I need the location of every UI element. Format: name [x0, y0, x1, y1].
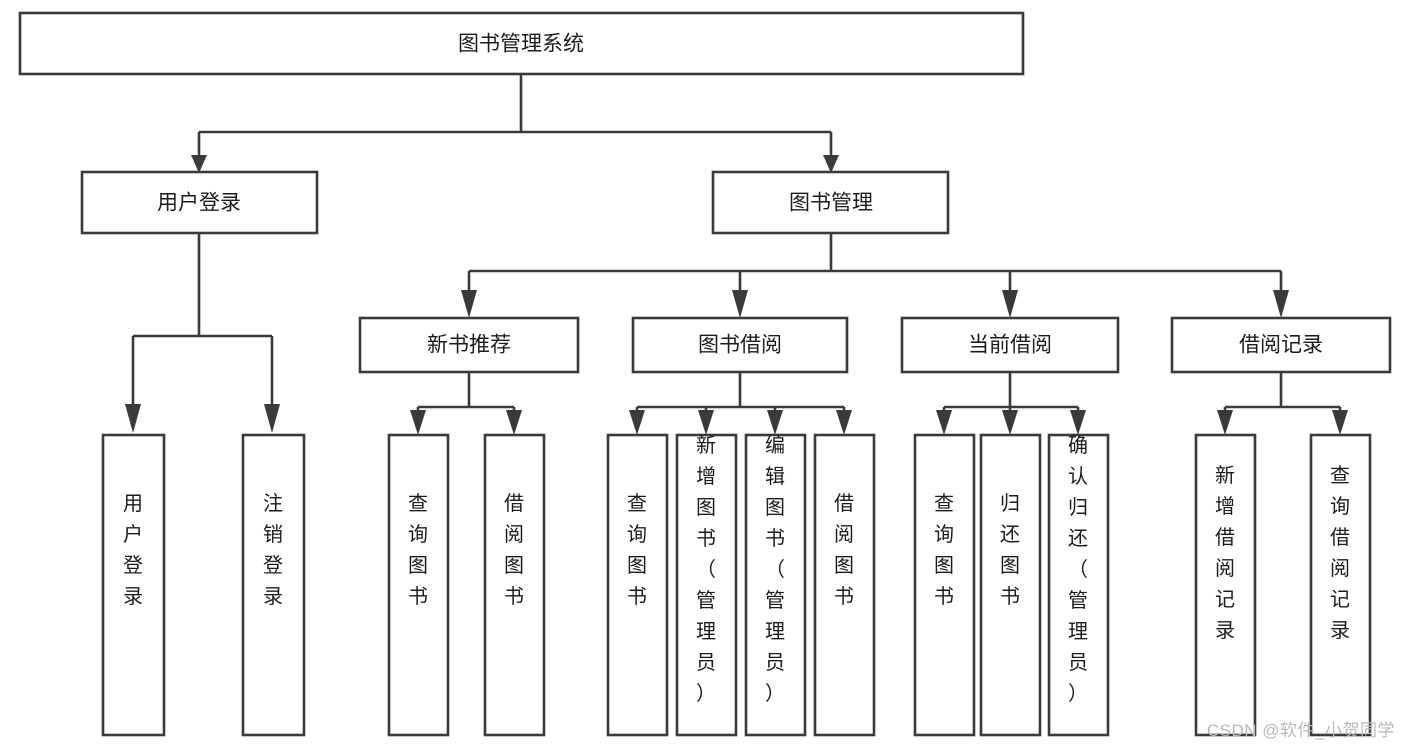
node-book-management[interactable]: 图书管理 — [711, 170, 950, 235]
arrowhead-leaf-logout — [264, 404, 280, 433]
leaf-nbr-query-book-box — [387, 433, 450, 737]
arrowhead-cb-leaf3 — [1070, 410, 1086, 435]
node-user-login-label: 用户登录 — [157, 192, 241, 215]
leaf-br-query-record[interactable]: 查询借阅记录 — [1309, 433, 1372, 737]
node-user-login[interactable]: 用户登录 — [80, 170, 319, 235]
arrowhead-bb-leaf2 — [698, 410, 714, 435]
leaf-br-query-record-box — [1309, 433, 1372, 737]
node-current-borrow[interactable]: 当前借阅 — [900, 316, 1120, 374]
leaf-nbr-query-book[interactable]: 查询图书 — [387, 433, 450, 737]
arrowhead-current-borrow — [1002, 290, 1018, 318]
node-root-label: 图书管理系统 — [458, 33, 584, 56]
leaf-bb-edit-book-box — [744, 433, 807, 737]
leaf-bb-add-book-label: 新增图书（管理员） — [696, 434, 716, 705]
node-borrow-record-label: 借阅记录 — [1239, 334, 1323, 357]
arrowhead-bookmgmt — [823, 155, 839, 173]
leaf-cb-query-book[interactable]: 查询图书 — [913, 433, 976, 737]
leaf-nbr-borrow-book[interactable]: 借阅图书 — [483, 433, 546, 737]
leaf-br-add-record-box — [1194, 433, 1257, 737]
node-book-management-box — [711, 170, 950, 235]
node-new-book-recommend-box — [358, 316, 580, 374]
arrowhead-cb-leaf1 — [936, 410, 952, 435]
node-book-borrow-box — [631, 316, 849, 374]
node-book-borrow[interactable]: 图书借阅 — [631, 316, 849, 374]
leaf-user-login-login[interactable]: 用户登录 — [101, 433, 166, 737]
node-book-borrow-label: 图书借阅 — [698, 334, 782, 357]
leaf-cb-return-book-box — [979, 433, 1042, 737]
leaf-bb-query-book-label: 查询图书 — [627, 492, 647, 608]
leaf-cb-confirm-return-box — [1047, 433, 1110, 737]
leaf-bb-add-book-box — [675, 433, 738, 737]
leaf-bb-edit-book[interactable]: 编辑图书（管理员） — [744, 433, 807, 737]
arrowhead-br-leaf2 — [1332, 410, 1348, 435]
arrowhead-nbr-leaf2 — [506, 410, 522, 435]
node-borrow-record-box — [1170, 316, 1392, 374]
leaf-bb-borrow-book-box — [813, 433, 876, 737]
node-user-login-box — [80, 170, 319, 235]
leaf-cb-return-book-label: 归还图书 — [1000, 492, 1020, 608]
leaf-bb-add-book[interactable]: 新增图书（管理员） — [675, 433, 738, 737]
arrowhead-cb-leaf2 — [1002, 410, 1018, 435]
leaf-cb-confirm-return[interactable]: 确认归还（管理员） — [1047, 433, 1110, 737]
node-root-box — [18, 11, 1025, 76]
leaf-user-login-logout-label: 注销登录 — [263, 492, 283, 608]
node-root-system[interactable]: 图书管理系统 — [18, 11, 1025, 76]
arrowhead-br-leaf1 — [1217, 410, 1233, 435]
arrowhead-new-book — [461, 290, 477, 318]
leaf-bb-query-book-box — [606, 433, 669, 737]
leaf-br-add-record-label: 新增借阅记录 — [1215, 464, 1235, 642]
leaf-user-login-logout-box — [241, 433, 306, 737]
leaf-user-login-login-box — [101, 433, 166, 737]
arrowhead-leaf-user-login — [125, 404, 141, 433]
connectors-group — [125, 74, 1348, 435]
leaf-br-query-record-label: 查询借阅记录 — [1330, 464, 1350, 642]
leaf-user-login-logout[interactable]: 注销登录 — [241, 433, 306, 737]
node-book-management-label: 图书管理 — [789, 192, 873, 215]
leaf-bb-edit-book-label: 编辑图书（管理员） — [765, 434, 785, 705]
arrowhead-borrow-record — [1273, 290, 1289, 318]
leaf-bb-borrow-book[interactable]: 借阅图书 — [813, 433, 876, 737]
node-current-borrow-box — [900, 316, 1120, 374]
node-borrow-record[interactable]: 借阅记录 — [1170, 316, 1392, 374]
leaf-cb-query-book-box — [913, 433, 976, 737]
node-new-book-recommend-label: 新书推荐 — [427, 334, 511, 357]
leaf-user-login-login-label: 用户登录 — [123, 493, 143, 608]
leaf-cb-confirm-return-label: 确认归还（管理员） — [1068, 434, 1088, 705]
leaf-nbr-borrow-book-box — [483, 433, 546, 737]
arrowhead-userlogin — [191, 155, 207, 173]
leaf-nbr-borrow-book-label: 借阅图书 — [504, 492, 524, 608]
arrowhead-bb-leaf1 — [629, 410, 645, 435]
leaf-bb-query-book[interactable]: 查询图书 — [606, 433, 669, 737]
arrowhead-book-borrow — [732, 290, 748, 318]
arrowhead-bb-leaf3 — [767, 410, 783, 435]
node-current-borrow-label: 当前借阅 — [968, 334, 1052, 357]
leaf-br-add-record[interactable]: 新增借阅记录 — [1194, 433, 1257, 737]
arrowhead-bb-leaf4 — [836, 410, 852, 435]
leaf-nbr-query-book-label: 查询图书 — [408, 492, 428, 608]
arrowhead-nbr-leaf1 — [410, 410, 426, 435]
leaf-cb-query-book-label: 查询图书 — [934, 492, 954, 608]
node-new-book-recommend[interactable]: 新书推荐 — [358, 316, 580, 374]
leaf-bb-borrow-book-label: 借阅图书 — [834, 492, 854, 608]
leaf-cb-return-book[interactable]: 归还图书 — [979, 433, 1042, 737]
